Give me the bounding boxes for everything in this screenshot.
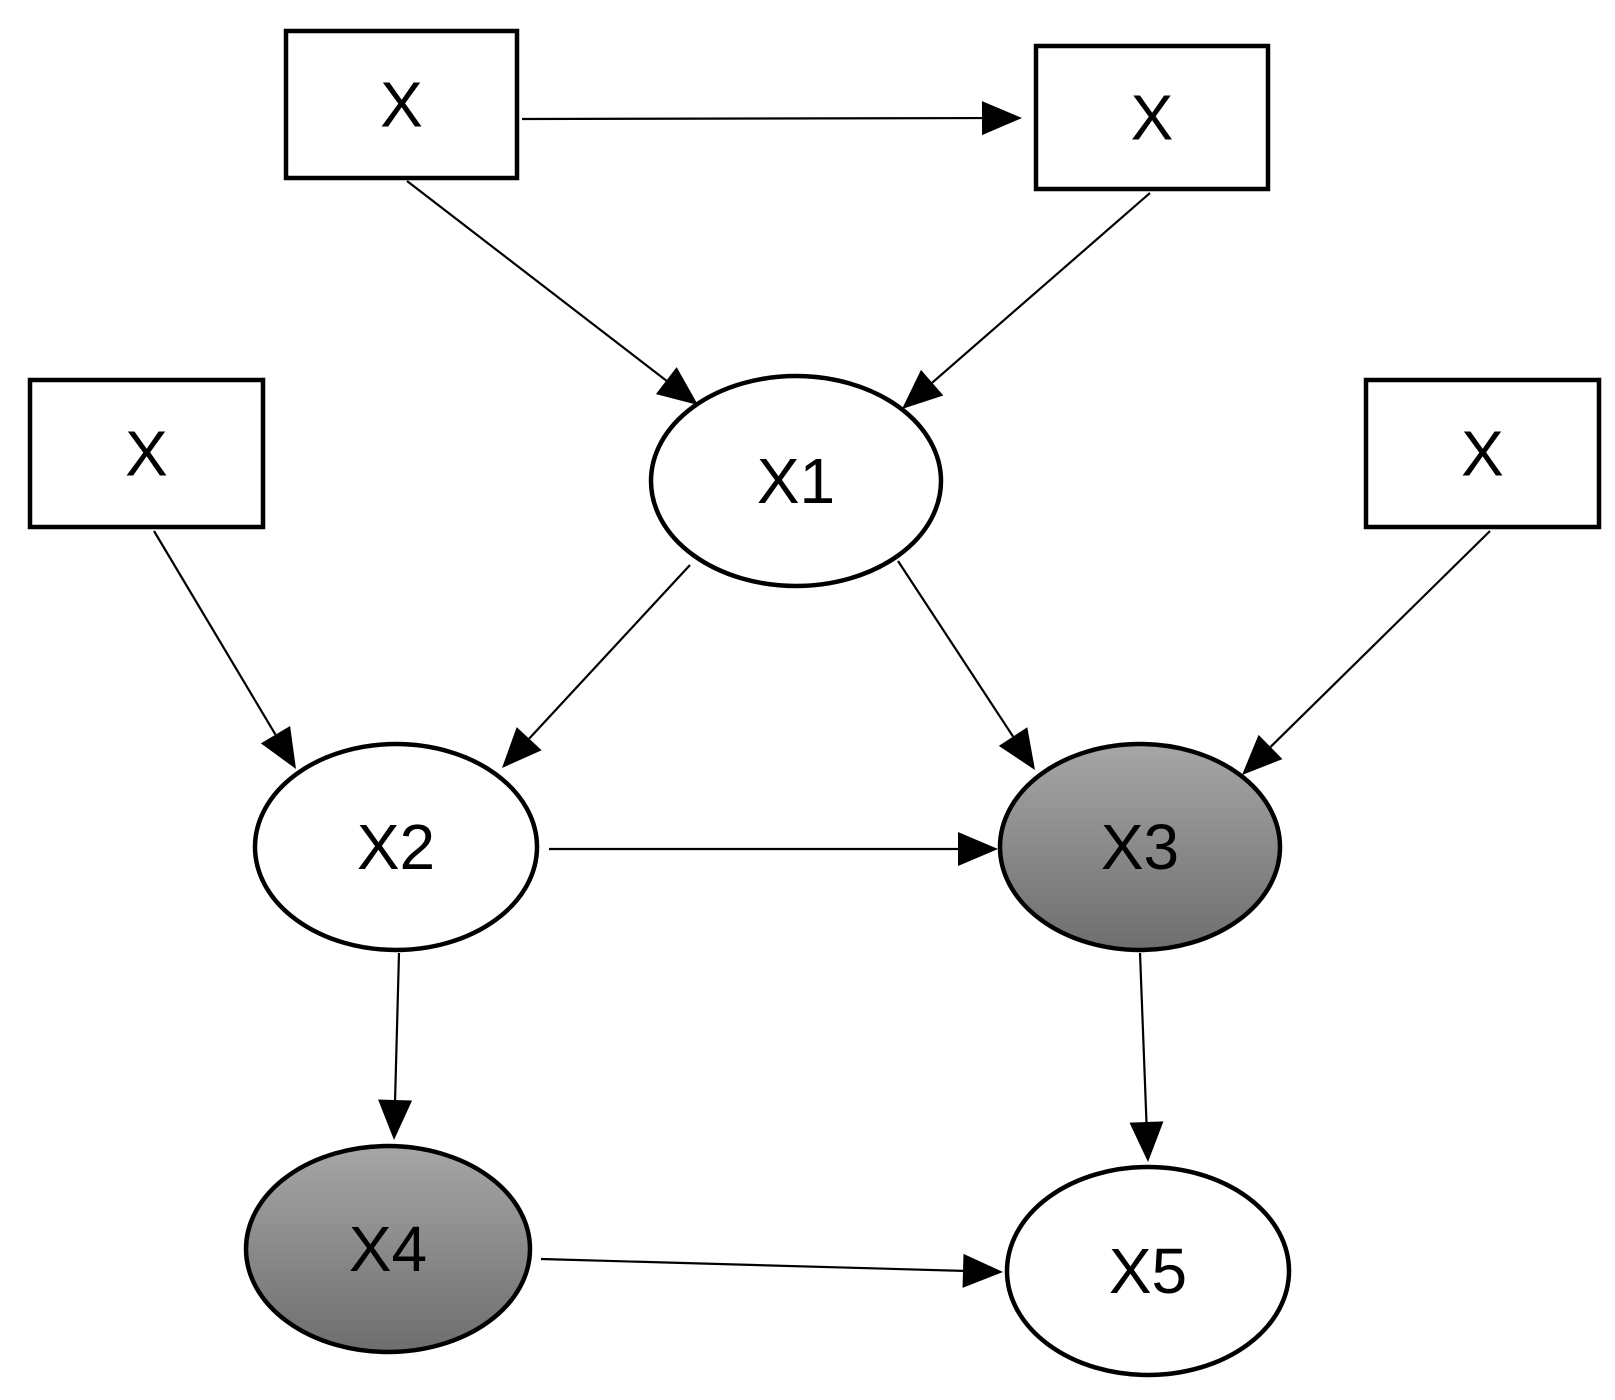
input-box-top-left-label: X [380,69,423,141]
edge-in-top-left-to-in-top-right [521,101,1022,136]
edges [153,101,1491,1288]
node-x1-label: X1 [757,445,835,517]
node-x4: X4 [243,1143,533,1355]
edge-line [528,564,691,740]
arrowhead-icon [378,1099,413,1140]
node-x1-ellipse [648,373,944,589]
edge-in-mid-left-to-x2 [153,530,296,769]
node-x5-ellipse [1004,1164,1292,1378]
edge-line [393,952,401,1101]
input-box-top-right: X [1033,43,1271,192]
arrowhead-icon [502,727,542,768]
input-box-mid-left-label: X [125,418,168,490]
edge-line [1269,530,1491,748]
edge-in-top-left-to-x1 [406,180,698,405]
node-x5: X5 [1004,1164,1292,1378]
edge-x2-to-x3 [549,832,998,866]
edge-line [153,530,277,736]
node-x5-label: X5 [1109,1235,1187,1307]
input-box-mid-right-rect [1363,377,1602,530]
node-x4-ellipse [243,1143,533,1355]
arrowhead-icon [958,832,998,866]
input-box-top-right-label: X [1131,82,1174,154]
edge-line [521,116,983,121]
arrowhead-icon [962,1253,1003,1288]
arrowhead-icon [1129,1121,1164,1162]
edge-in-mid-right-to-x3 [1242,530,1491,775]
node-x2-ellipse [252,741,540,953]
arrowhead-icon [981,101,1022,136]
edge-x1-to-x2 [502,564,691,768]
edge-line [931,192,1151,384]
input-box-mid-right-label: X [1461,418,1504,490]
edge-x3-to-x5 [1129,952,1164,1162]
edge-in-top-right-to-x1 [902,192,1151,409]
edge-x2-to-x4 [378,952,413,1140]
edge-x4-to-x5 [540,1253,1003,1288]
arrowhead-icon [1242,734,1283,775]
edge-line [897,560,1014,738]
node-x2: X2 [252,741,540,953]
node-x1: X1 [648,373,944,589]
node-x3-label: X3 [1101,811,1179,883]
arrowhead-icon [998,727,1035,770]
edge-line [540,1257,964,1272]
node-x3-ellipse [997,741,1283,953]
input-box-top-left-rect [283,28,520,181]
arrowhead-icon [902,369,944,409]
node-x2-label: X2 [357,811,435,883]
node-x4-label: X4 [349,1213,427,1285]
input-box-mid-right: X [1363,377,1602,530]
arrowhead-icon [655,367,698,405]
arrowhead-icon [260,725,296,769]
node-x3: X3 [997,741,1283,953]
edge-line [406,180,667,382]
input-box-mid-left-rect [27,377,266,530]
edge-line [1138,952,1148,1123]
edge-x1-to-x3 [897,560,1035,770]
input-box-mid-left: X [27,377,266,530]
input-box-top-left: X [283,28,520,181]
input-box-top-right-rect [1033,43,1271,192]
